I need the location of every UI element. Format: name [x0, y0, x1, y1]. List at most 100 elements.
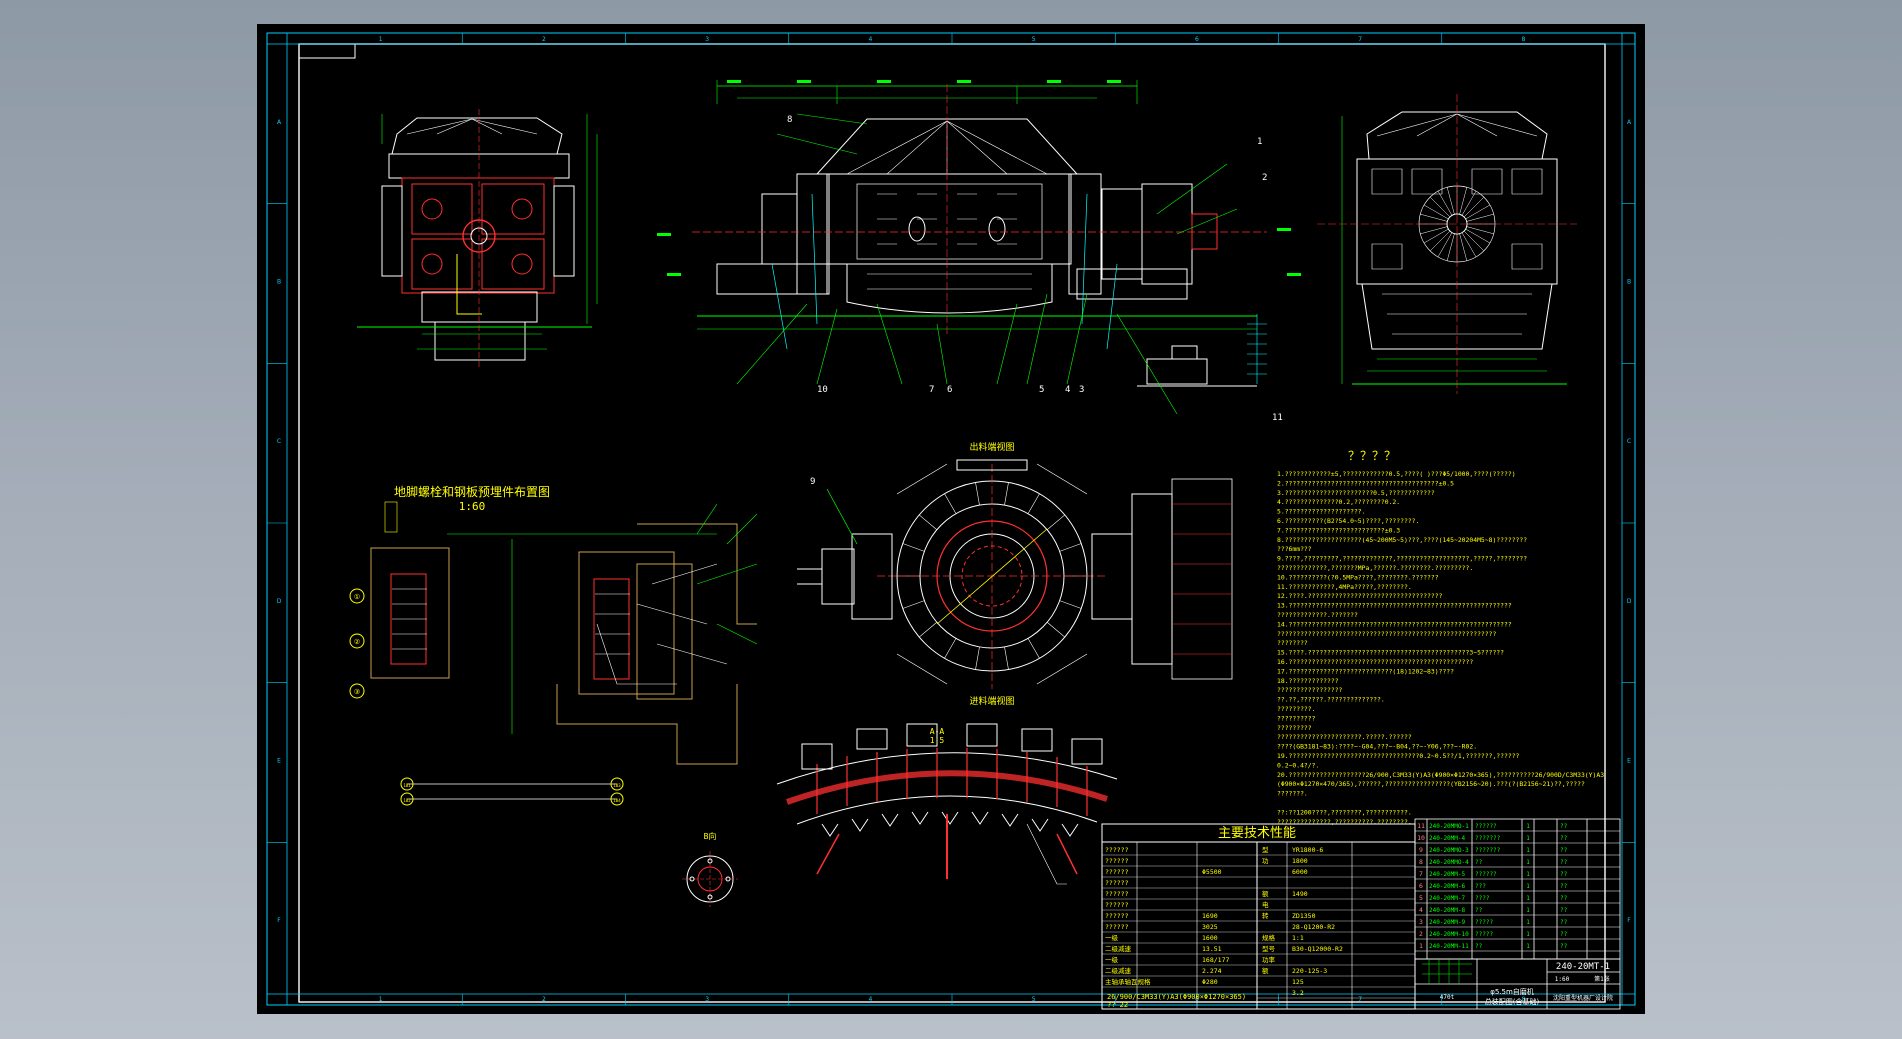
part-name: ??????: [1475, 871, 1497, 878]
zone-row-right: D: [1627, 598, 1632, 605]
perf-left-value: 2.274: [1202, 967, 1222, 975]
part-qty: 1: [1526, 835, 1530, 842]
part-note: ??: [1560, 823, 1568, 830]
callout-2: 2: [1262, 173, 1267, 183]
part-no: 2: [1419, 930, 1423, 938]
scale-value: 1:60: [1555, 976, 1570, 983]
zone-col-top: 4: [868, 36, 872, 43]
axis-marker: 102: [403, 798, 411, 803]
part-name: ???????: [1475, 835, 1501, 842]
perf-right-label: 额: [1262, 966, 1269, 975]
perf-right-value: 1490: [1292, 890, 1308, 898]
note-line: 13.?????????????????????????????????????…: [1277, 602, 1512, 610]
part-qty: 1: [1526, 895, 1530, 902]
part-code: 240-20MM-5: [1429, 871, 1466, 878]
perf-left-value: 1690: [1202, 912, 1218, 920]
performance-table-title: 主要技术性能: [1218, 826, 1296, 841]
note-line: 16.?????????????????????????????????????…: [1277, 658, 1473, 666]
dimension-tick: [877, 80, 891, 83]
note-line: 0.2~0.4?/?.: [1277, 761, 1319, 769]
note-line: 9.????,?????????,?????????????,?????????…: [1277, 555, 1527, 563]
dimension-tick: [667, 273, 681, 276]
part-qty: 1: [1526, 943, 1530, 950]
note-line: 5.????????????????????.: [1277, 508, 1366, 516]
title-line-2: 总装配图(含基础): [1485, 997, 1540, 1006]
part-no: 5: [1419, 894, 1423, 902]
perf-left-label: ??????: [1105, 846, 1129, 854]
drawing-number: 240-20MT-1: [1556, 962, 1610, 972]
perf-left-value: Φ280: [1202, 978, 1218, 986]
note-line: 7.??????????????????????????±0.3: [1277, 526, 1400, 534]
callout-11: 11: [1272, 413, 1283, 423]
part-code: 240-20MMO-1: [1429, 823, 1469, 830]
part-code: 240-20MMO-3: [1429, 847, 1469, 854]
note-line: ?????????????.???????: [1277, 611, 1358, 619]
part-code: 240-20MM-10: [1429, 931, 1469, 938]
zone-col-top: 3: [705, 36, 709, 43]
part-qty: 1: [1526, 931, 1530, 938]
part-note: ??: [1560, 883, 1568, 890]
callout-7: 7: [929, 385, 934, 395]
note-line: 12.????.????????????????????????????????…: [1277, 592, 1443, 600]
part-qty: 1: [1526, 883, 1530, 890]
zone-row-left: A: [277, 119, 282, 126]
sheet-value: 第1张: [1594, 975, 1610, 983]
part-no: 4: [1419, 906, 1423, 914]
dimension-tick: [1277, 228, 1291, 231]
detail-label: A-A: [930, 727, 945, 736]
part-name: ??: [1475, 943, 1483, 950]
callout-4: 4: [1065, 385, 1070, 395]
perf-right-value: YR1800-6: [1292, 846, 1323, 854]
part-name: ?????: [1475, 931, 1493, 938]
front-view-main: [692, 80, 1267, 415]
part-name: ??????: [1475, 823, 1497, 830]
part-note: ??: [1560, 871, 1568, 878]
perf-right-value: 220-125-3: [1292, 967, 1327, 975]
note-line: ??????????????????????.?????.??????: [1277, 733, 1412, 741]
note-line: ??????????????,??????????.????????.: [1277, 818, 1412, 826]
perf-right-value: 1800: [1292, 857, 1308, 865]
part-note: ??: [1560, 919, 1568, 926]
note-line: 1.????????????±5,????????????0.5,????( )…: [1277, 470, 1516, 478]
part-name: ???: [1475, 883, 1486, 890]
note-line: 19.??????????????????????????????????0.2…: [1277, 752, 1520, 760]
part-qty: 1: [1526, 847, 1530, 854]
note-line: 2.??????????????????????????????????????…: [1277, 479, 1454, 487]
note-line: ???????.: [1277, 790, 1308, 798]
callout-5: 5: [1039, 385, 1044, 395]
grid-marker: ③: [354, 688, 360, 696]
zone-col-bottom: 2: [542, 996, 546, 1003]
note-line: 17.???????????????????????????(18)1202~8…: [1277, 667, 1454, 675]
zone-row-right: A: [1627, 119, 1632, 126]
perf-left-label: ??????: [1105, 879, 1129, 887]
perf-right-value: 125: [1292, 978, 1304, 986]
callout-3: 3: [1079, 385, 1084, 395]
note-line: ?????????????,???????MPa,??????.????????…: [1277, 564, 1473, 572]
part-name: ??: [1475, 907, 1483, 914]
part-qty: 1: [1526, 871, 1530, 878]
perf-left-label: ??????: [1105, 923, 1129, 931]
liner-arc-detail: [776, 723, 1118, 885]
part-no: 6: [1419, 882, 1423, 890]
note-line: 14.?????????????????????????????????????…: [1277, 620, 1512, 628]
bearing-count: ?? 22: [1107, 1001, 1128, 1009]
part-qty: 1: [1526, 859, 1530, 866]
perf-right-value: 6000: [1292, 868, 1308, 876]
zone-col-bottom: 1: [379, 996, 383, 1003]
technical-notes: 1.????????????±5,????????????0.5,????( )…: [1277, 470, 1604, 826]
perf-left-label: ??????: [1105, 901, 1129, 909]
note-line: ?????????.: [1277, 705, 1315, 713]
perf-left-label: 一级: [1105, 955, 1119, 964]
note-line: 10.??????????(?0.5MPa????,????????.?????…: [1277, 573, 1439, 581]
perf-left-label: ??????: [1105, 857, 1129, 865]
part-note: ??: [1560, 943, 1568, 950]
side-view-right: [1317, 94, 1577, 394]
note-line: ?????????: [1277, 724, 1312, 732]
perf-right-value: 3.2: [1292, 989, 1304, 997]
dimension-tick: [1107, 80, 1121, 83]
axis-marker: 101: [403, 783, 411, 788]
